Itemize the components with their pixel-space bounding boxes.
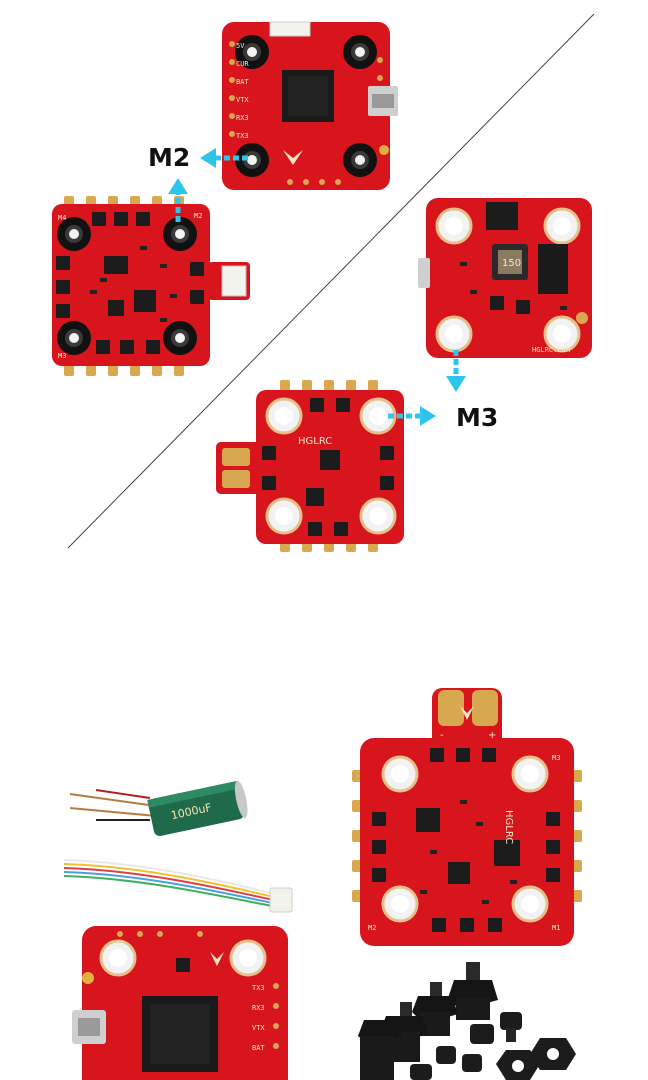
fc-pad-label-vtx: VTX	[236, 96, 249, 104]
esc-motor-label-m3: M3	[58, 352, 66, 360]
flight-controller-board-right: 150 HGLRC.COM	[418, 198, 592, 358]
esc-large-label-m2: M2	[368, 924, 376, 932]
arrow-down-icon	[446, 350, 466, 392]
m2-label: M2	[148, 143, 190, 172]
capacitor: 1000uF	[69, 780, 248, 837]
fc-bottom-pad-led: LED	[112, 940, 125, 948]
fc-bottom-pad-vtx: VTX	[252, 1024, 265, 1032]
website-silkscreen: HGLRC.COM	[532, 346, 570, 354]
fc-pad-label-rx3: RX3	[236, 114, 249, 122]
esc-large-label-m3: M3	[552, 754, 560, 762]
esc-motor-label-m4: M4	[58, 214, 66, 222]
hglrc-logo-icon	[460, 706, 474, 720]
hglrc-logo-icon	[210, 952, 224, 966]
inductor-label: 150	[502, 258, 521, 269]
arrow-up-icon	[168, 178, 188, 222]
nylon-standoffs-and-nuts	[358, 962, 576, 1080]
arrow-right-icon	[388, 406, 436, 426]
diagonal-divider	[67, 13, 595, 549]
esc-large-brand: HGLRC	[503, 810, 514, 844]
fc-bottom-pad-rx3: RX3	[252, 1004, 265, 1012]
esc-board-middle: HGLRC	[216, 380, 404, 552]
fc-pad-label-tx3: TX3	[236, 132, 249, 140]
hglrc-logo-icon	[283, 150, 303, 165]
esc-large-label-m1: M1	[552, 924, 560, 932]
esc-board-large: - + HGLRC M3 M2	[352, 688, 582, 946]
esc-power-plus: +	[488, 730, 496, 741]
flight-controller-board-top: 5V CUR BAT VTX RX3 TX3	[222, 21, 398, 190]
arrow-left-icon	[200, 148, 248, 168]
esc-board-left: M4 M2 M3	[52, 196, 250, 376]
esc-power-minus: -	[440, 730, 444, 741]
fc-pad-label-cur: CUR	[236, 60, 249, 68]
flight-controller-board-bottom: TX3 RX3 VTX BAT LED	[72, 926, 288, 1080]
esc-motor-label-m2: M2	[194, 212, 202, 220]
fc-bottom-pad-bat: BAT	[252, 1044, 265, 1052]
m3-label: M3	[456, 403, 498, 432]
fc-pad-label-bat: BAT	[236, 78, 249, 86]
esc-brand-silkscreen: HGLRC	[298, 436, 332, 447]
fc-bottom-pad-tx3: TX3	[252, 984, 265, 992]
fc-pad-label-5v: 5V	[236, 42, 245, 50]
cable-harness	[63, 859, 293, 913]
